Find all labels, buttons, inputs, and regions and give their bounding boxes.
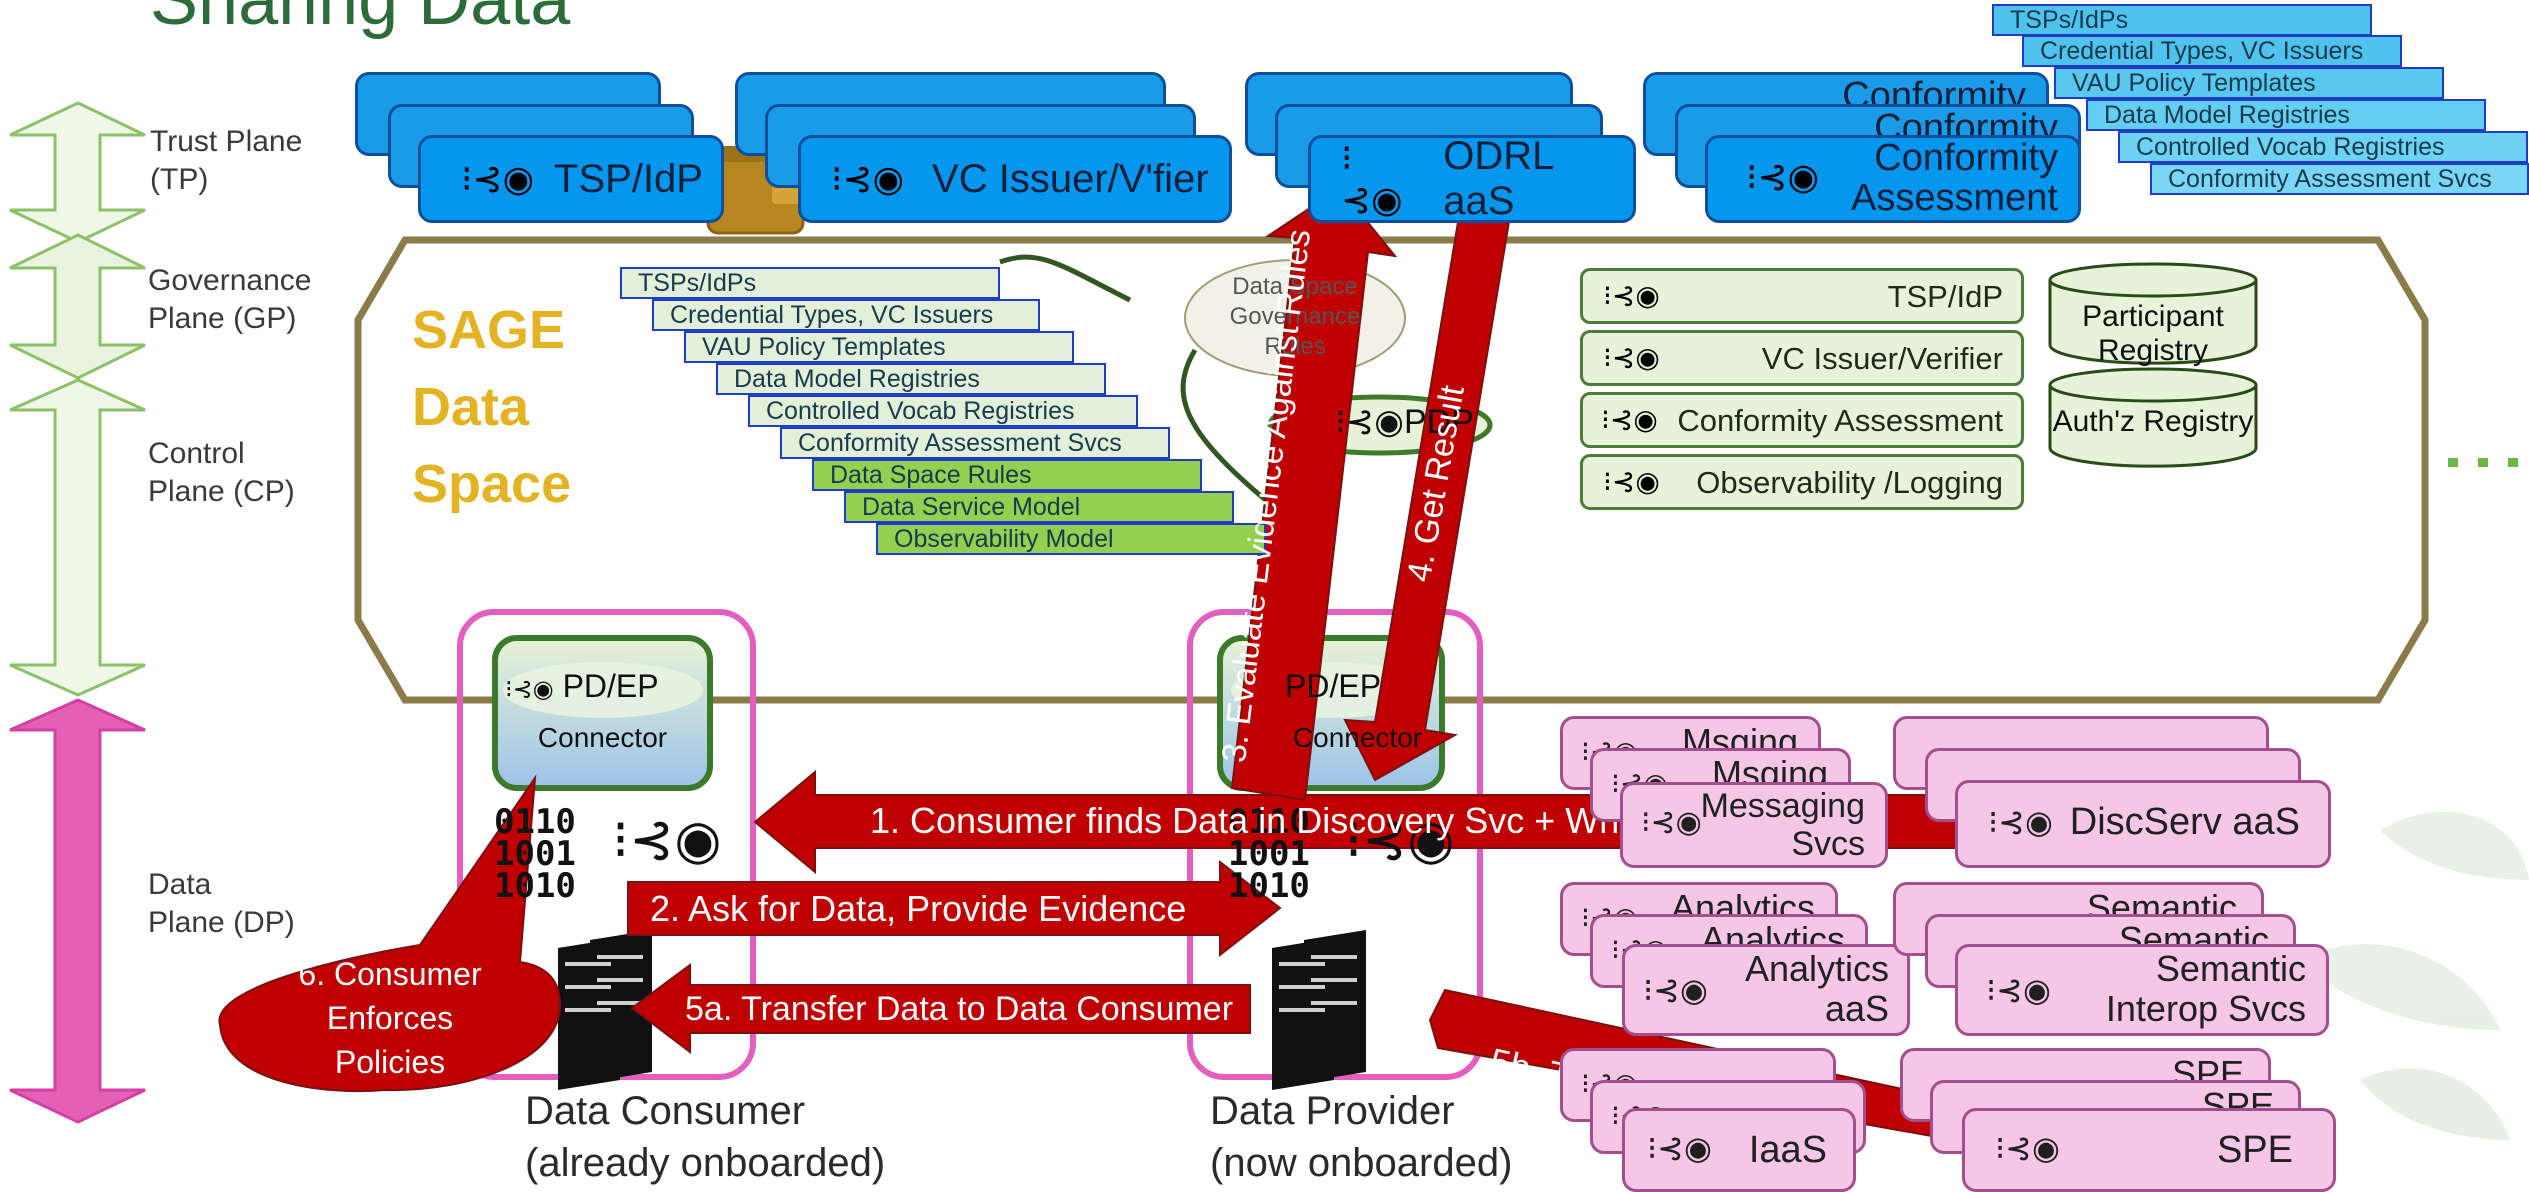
page-title: Sharing Data <box>150 0 571 40</box>
stack-item: Data Model Registries <box>2086 99 2486 131</box>
trust-plane-label: Trust Plane (TP) <box>150 125 303 196</box>
more-ellipsis <box>2448 458 2518 467</box>
registry-link-line <box>999 254 1292 522</box>
conformity-label-1: Conformity <box>1874 137 2058 179</box>
service-icon: ⁝⊰◉ <box>1986 972 2051 1008</box>
provider-label: Data Provider (now onboarded) <box>1210 1089 1513 1185</box>
stack-item: TSPs/IdPs <box>1992 4 2372 36</box>
tsp-label: TSP/IdP <box>554 156 703 201</box>
governance-plane-arrow <box>9 233 146 380</box>
governance-bubble-text: Data Space Governance Rules <box>1229 273 1361 360</box>
consumer-server-icon <box>558 930 652 1090</box>
service-icon: ⁝⊰◉ <box>1988 804 2053 840</box>
data-plane-label: Data Plane (DP) <box>148 868 295 939</box>
step6-label: 6. Consumer Enforces Policies <box>298 956 482 1080</box>
service-icon: ⁝⊰◉ <box>1601 404 1658 435</box>
analytics-card[interactable]: ⁝⊰◉ Analytics aaS <box>1622 944 1910 1036</box>
consumer-connector-label: Connector <box>537 722 668 753</box>
stack-item: VAU Policy Templates <box>684 331 1074 363</box>
authz-registry-label: Auth'z Registry <box>2052 405 2254 438</box>
control-plane-arrow <box>9 378 146 697</box>
step2-label: 2. Ask for Data, Provide Evidence <box>650 888 1187 929</box>
sage-data-space-title: SAGE Data Space <box>412 300 572 514</box>
data-plane-arrow <box>9 698 146 1124</box>
cp-service-tsp[interactable]: ⁝⊰◉ TSP/IdP <box>1580 268 2024 324</box>
semantic-card[interactable]: ⁝⊰◉ Semantic Interop Svcs <box>1955 944 2329 1036</box>
provider-pdep-label: PD/EP <box>1285 668 1382 704</box>
background-leaf-watermark <box>2300 811 2529 1140</box>
governance-plane-label: Governance Plane (GP) <box>148 264 312 335</box>
vc-label: VC Issuer/V'fier <box>932 156 1209 201</box>
cp-service-vc[interactable]: ⁝⊰◉ VC Issuer/Verifier <box>1580 330 2024 386</box>
step5a-label: 5a. Transfer Data to Data Consumer <box>685 990 1234 1028</box>
consumer-pdep-label: ⁝⊰◉ PD/EP <box>505 668 659 704</box>
stack-item: Credential Types, VC Issuers <box>2022 35 2402 67</box>
stack-item: Controlled Vocab Registries <box>2118 131 2528 163</box>
service-icon: ⁝⊰◉ <box>461 158 535 199</box>
stack-item: Controlled Vocab Registries <box>748 395 1138 427</box>
service-icon: ⁝⊰◉ <box>1641 806 1702 839</box>
service-icon: ⁝⊰◉ <box>1647 1130 1712 1166</box>
authz-registry-cylinder <box>2048 367 2258 468</box>
service-icon: ⁝⊰◉ <box>1995 1130 2060 1166</box>
service-icon: ⁝⊰◉ <box>1603 466 1660 497</box>
stack-item: VAU Policy Templates <box>2054 67 2444 99</box>
odrl-label: ODRL aaS <box>1443 134 1553 223</box>
service-icon: ⁝⊰◉ <box>1746 156 1820 197</box>
discserv-card[interactable]: ⁝⊰◉ DiscServ aaS <box>1955 780 2331 868</box>
control-plane-label: Control Plane (CP) <box>148 437 295 508</box>
service-icon: ⁝⊰◉ <box>831 158 905 199</box>
odrl-card[interactable]: ⁝⊰◉ ODRL aaS <box>1308 134 1636 223</box>
provider-service-icon: ⁝⊰◉ <box>1345 810 1455 870</box>
stack-item: Data Model Registries <box>716 363 1106 395</box>
stack-item: Credential Types, VC Issuers <box>652 299 1040 331</box>
cp-service-conformity[interactable]: ⁝⊰◉ Conformity Assessment <box>1580 392 2024 448</box>
service-icon: ⁝⊰◉ <box>1643 972 1708 1008</box>
stack-item: Observability Model <box>876 523 1266 555</box>
step2-arrow <box>627 859 1282 958</box>
consumer-data-binary: 0110 1001 1010 <box>494 802 576 906</box>
iaas-card[interactable]: ⁝⊰◉ IaaS <box>1622 1108 1856 1192</box>
stack-item: Data Service Model <box>844 491 1234 523</box>
service-icon: ⁝⊰◉ <box>1603 280 1660 311</box>
cp-service-observability[interactable]: ⁝⊰◉ Observability /Logging <box>1580 454 2024 510</box>
consumer-label: Data Consumer (already onboarded) <box>525 1089 886 1185</box>
stack-item: TSPs/IdPs <box>620 267 1000 299</box>
tsp-card[interactable]: ⁝⊰◉ TSP/IdP <box>418 135 724 223</box>
participant-registry-cylinder <box>2048 262 2258 365</box>
pdp-label: ⁝⊰◉PDP <box>1335 403 1474 441</box>
step4-arrow <box>1343 148 1522 782</box>
conformity-card[interactable]: ⁝⊰◉ Conformity Assessment <box>1705 135 2081 223</box>
service-icon: ⁝⊰◉ <box>1341 137 1403 220</box>
trust-plane-arrow <box>9 101 146 244</box>
service-icon: ⁝⊰◉ <box>505 676 554 703</box>
participant-registry-label: Participant Registry <box>2082 300 2224 367</box>
spe-card[interactable]: ⁝⊰◉ SPE <box>1962 1108 2336 1192</box>
stack-item: Conformity Assessment Svcs <box>2150 163 2529 195</box>
stack-item: Conformity Assessment Svcs <box>780 427 1170 459</box>
step6-callout <box>218 774 562 1093</box>
stack-item: Data Space Rules <box>812 459 1202 491</box>
vc-card[interactable]: ⁝⊰◉ VC Issuer/V'fier <box>798 135 1232 223</box>
messaging-card[interactable]: ⁝⊰◉ Messaging Svcs <box>1620 782 1888 868</box>
service-icon: ⁝⊰◉ <box>1603 342 1660 373</box>
provider-server-icon <box>1272 930 1366 1090</box>
service-icon: ⁝⊰◉ <box>1335 403 1404 441</box>
conformity-label-2: Assessment <box>1851 177 2058 219</box>
step5a-arrow <box>630 963 1251 1055</box>
provider-data-binary: 0110 1001 1010 <box>1228 802 1310 906</box>
consumer-service-icon: ⁝⊰◉ <box>612 810 722 870</box>
provider-connector-label: Connector <box>1292 722 1423 753</box>
